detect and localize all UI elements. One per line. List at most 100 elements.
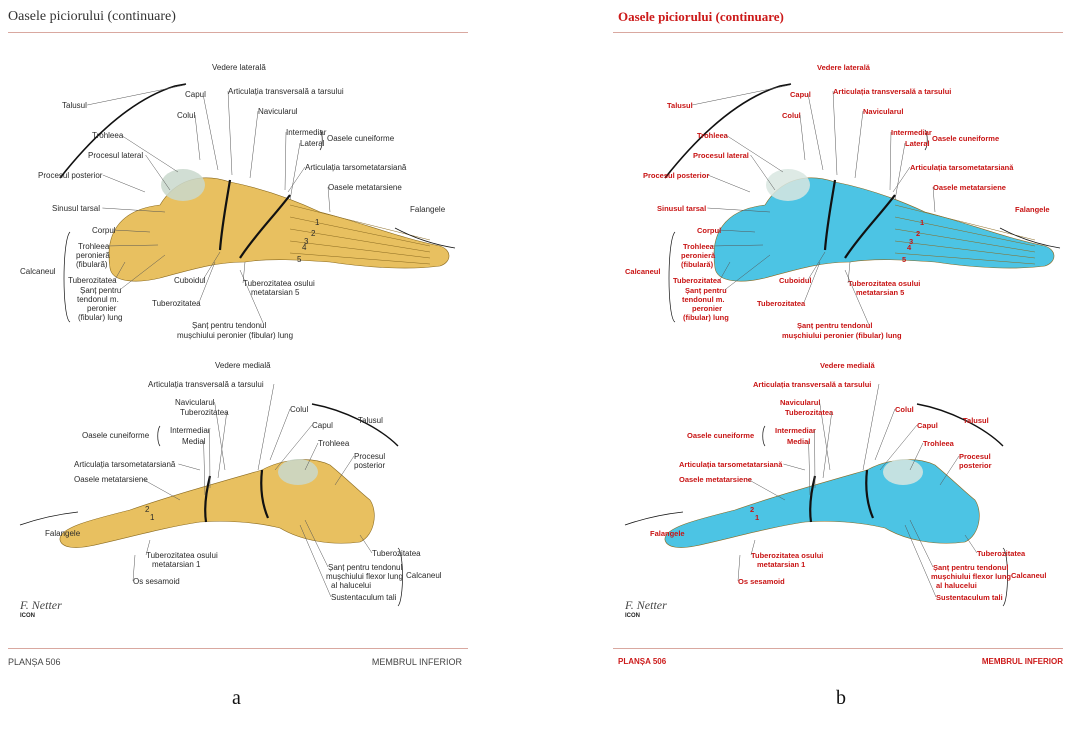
lateral-label-navicular: Navicularul — [258, 107, 298, 116]
lateral-label-calcaneus: Calcaneul — [20, 267, 56, 276]
footer-rule — [8, 648, 468, 649]
medial-label-calcaneus: Calcaneul — [406, 571, 442, 580]
lateral-leader-lateral — [290, 143, 300, 200]
phalanges-brace — [625, 512, 683, 525]
lateral-label-cuboid-tuberosity: Tuberozitatea — [757, 299, 806, 308]
medial-label-medial: Medial — [787, 437, 810, 446]
medial-foot-bones — [665, 460, 979, 548]
lateral-leader-tmt-joint — [288, 167, 305, 192]
lateral-label-lateral-process: Procesul lateral — [693, 151, 749, 160]
lateral-label-peroneal-trochlea-3: (fibulară) — [76, 260, 108, 269]
panel-a: Oasele piciorului (continuare) Vedere la… — [0, 0, 480, 690]
lateral-label-posterior-process: Procesul posterior — [38, 171, 103, 180]
plate-number: PLANȘA 506 — [8, 657, 61, 667]
lateral-label-neck: Colul — [177, 111, 195, 120]
lateral-label-groove-3: peronier — [87, 304, 117, 313]
lateral-label-n1: 1 — [920, 218, 924, 227]
medial-label-trochlea: Trohleea — [318, 439, 350, 448]
medial-label-cuneiform: Oasele cuneiforme — [82, 431, 150, 440]
medial-label-sesamoid: Os sesamoid — [738, 577, 785, 586]
medial-label-sustentaculum: Sustentaculum tali — [936, 593, 1003, 602]
lateral-leader-tmt-joint — [893, 167, 910, 192]
lateral-label-metatarsals: Oasele metatarsiene — [328, 183, 402, 192]
medial-label-fhl-groove-3: al halucelui — [936, 581, 977, 590]
lateral-leader-transverse-joint — [833, 91, 837, 175]
lateral-label-calcaneus: Calcaneul — [625, 267, 660, 276]
medial-label-posterior-process-2: posterior — [959, 461, 992, 470]
lateral-label-peroneus-groove-2: mușchiului peronier (fibular) lung — [782, 331, 902, 340]
lateral-label-phalanges: Falangele — [1015, 205, 1050, 214]
lateral-label-tmt-joint: Articulația tarsometatarsiană — [305, 163, 407, 172]
lateral-label-groove-3: peronier — [692, 304, 722, 313]
medial-label-mt1-tuberosity-2: metatarsian 1 — [152, 560, 201, 569]
lateral-label-tuberosity: Tuberozitatea — [673, 276, 722, 285]
lateral-label-peroneal-trochlea-1: Trohleea — [78, 242, 110, 251]
lateral-label-groove-1: Șanț pentru — [685, 286, 727, 295]
medial-label-sesamoid: Os sesamoid — [133, 577, 180, 586]
medial-label-nav-tuberosity: Tuberozitatea — [785, 408, 834, 417]
lateral-label-peroneus-groove-2: mușchiului peronier (fibular) lung — [177, 331, 293, 340]
lateral-label-peroneal-trochlea-2: peronieră — [76, 251, 110, 260]
medial-label-fhl-groove-1: Șanț pentru tendonul — [933, 563, 1008, 572]
lateral-label-peroneal-trochlea-1: Trohleea — [683, 242, 715, 251]
panel-b: Oasele piciorului (continuare) Vedere la… — [605, 0, 1071, 690]
signature-text: F. Netter — [625, 598, 667, 612]
lateral-label-lateral-process: Procesul lateral — [88, 151, 143, 160]
lateral-label-mt5-tuberosity-1: Tuberozitatea osului — [848, 279, 920, 288]
medial-label-navicular: Navicularul — [780, 398, 820, 407]
medial-label-calcaneus: Calcaneul — [1011, 571, 1046, 580]
medial-label-n2: 2 — [145, 505, 150, 514]
lateral-label-cuboid-tuberosity: Tuberozitatea — [152, 299, 201, 308]
lateral-label-transverse-joint: Articulația transversală a tarsului — [228, 87, 344, 96]
lateral-label-lateral: Lateral — [905, 139, 930, 148]
lateral-label-n1: 1 — [315, 218, 320, 227]
lateral-label-groove-2: tendonul m. — [682, 295, 725, 304]
lateral-view-heading: Vedere laterală — [212, 63, 266, 72]
lateral-leader-head — [203, 94, 218, 170]
medial-label-fhl-groove-3: al halucelui — [331, 581, 371, 590]
artist-signature: F. Netter ICON — [20, 598, 62, 619]
medial-leader-tmt-joint — [178, 464, 200, 470]
medial-leader-neck — [875, 409, 895, 460]
lateral-leader-lateral — [895, 143, 905, 200]
medial-view-heading: Vedere medială — [820, 361, 875, 370]
medial-label-fhl-groove-2: mușchiului flexor lung — [931, 572, 1011, 581]
lateral-label-tarsal-sinus: Sinusul tarsal — [52, 204, 100, 213]
lateral-label-tmt-joint: Articulația tarsometatarsiană — [910, 163, 1014, 172]
lateral-label-groove-4: (fibular) lung — [78, 313, 122, 322]
cuneiform-brace — [763, 426, 765, 446]
lateral-leader-neck — [800, 115, 805, 160]
medial-label-tmt-joint: Articulația tarsometatarsiană — [74, 460, 176, 469]
footer-rule — [613, 648, 1063, 649]
lateral-label-cuboid: Cuboidul — [174, 276, 206, 285]
lateral-label-cuboid: Cuboidul — [779, 276, 812, 285]
lateral-label-tuberosity: Tuberozitatea — [68, 276, 117, 285]
lateral-label-body: Corpul — [92, 226, 116, 235]
talus-trochlea-cartilage — [766, 169, 810, 201]
medial-label-mt1-tuberosity-1: Tuberozitatea osului — [751, 551, 823, 560]
medial-leader-transverse-joint — [258, 384, 274, 470]
signature-mark: ICON — [20, 613, 62, 619]
lateral-view-heading: Vedere laterală — [817, 63, 871, 72]
medial-view-heading: Vedere medială — [215, 361, 271, 370]
lateral-label-navicular: Navicularul — [863, 107, 903, 116]
medial-label-phalanges: Falangele — [650, 529, 685, 538]
lateral-leader-head — [808, 94, 823, 170]
medial-leader-tmt-joint — [783, 464, 805, 470]
medial-label-cuneiform: Oasele cuneiforme — [687, 431, 754, 440]
talus-trochlea-cartilage — [161, 169, 205, 201]
lateral-leader-intermediate — [890, 132, 891, 190]
medial-label-fhl-groove-1: Șanț pentru tendonul — [328, 563, 403, 572]
plate-number: PLANȘA 506 — [618, 657, 666, 666]
artist-signature: F. Netter ICON — [625, 598, 667, 619]
medial-label-neck: Colul — [290, 405, 308, 414]
medial-label-phalanges: Falangele — [45, 529, 81, 538]
medial-leader-neck — [270, 409, 290, 460]
medial-label-n1: 1 — [755, 513, 759, 522]
lateral-leader-intermediate — [285, 132, 286, 190]
medial-label-transverse-joint: Articulația transversală a tarsului — [148, 380, 264, 389]
lateral-label-intermediate: Intermediar — [286, 128, 327, 137]
section-name: MEMBRUL INFERIOR — [372, 657, 462, 667]
lateral-label-tarsal-sinus: Sinusul tarsal — [657, 204, 706, 213]
